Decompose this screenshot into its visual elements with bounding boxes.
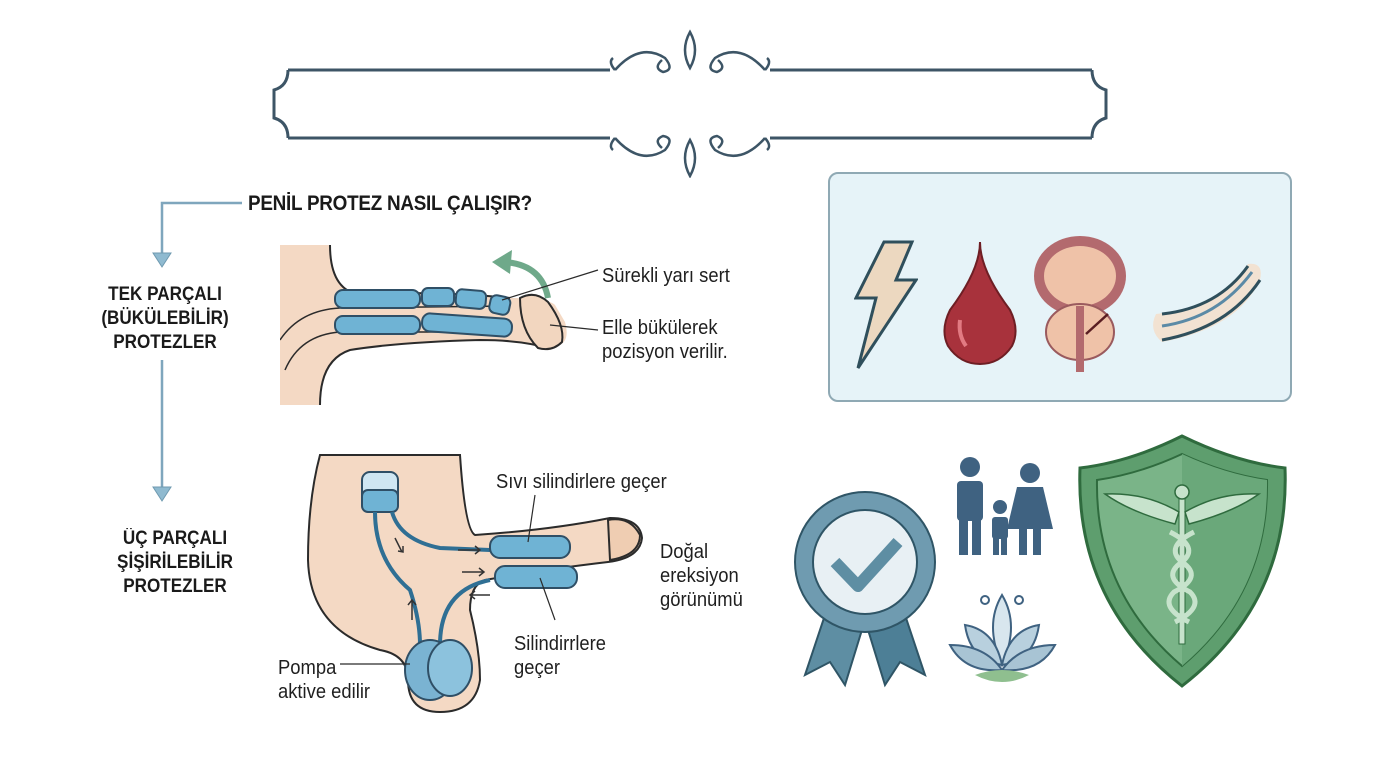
- quality-badge-icon: [794, 491, 936, 688]
- section-label-malleable: TEK PARÇALI (BÜKÜLEBİLİR) PROTEZLER: [101, 284, 229, 353]
- section-label-inflatable: ÜÇ PARÇALI ŞİŞİRİLEBİLİR PROTEZLER: [117, 528, 233, 597]
- blood-drop-icon: [943, 241, 1017, 366]
- inflatable-prosthesis-illustration: [290, 450, 660, 720]
- callout-to-cylinders: Silindirrlere geçer: [514, 633, 607, 679]
- callout-pump-activated: Pompa aktive edilir: [278, 657, 371, 703]
- causes-panel: [828, 172, 1292, 402]
- callout-fluid-transfer: Sıvı silindirlere geçer: [496, 471, 667, 493]
- prostate-icon: [1034, 236, 1126, 372]
- callout-semi-rigid: Sürekli yarı sert: [602, 265, 730, 287]
- flow-connector: [150, 195, 250, 515]
- page-heading: PENİL PROTEZ NASIL ÇALIŞIR?: [248, 192, 532, 215]
- lightning-icon: [854, 240, 918, 369]
- title-frame: [270, 28, 1110, 178]
- callout-natural-erection: Doğal ereksiyon görünümü: [660, 541, 743, 611]
- lotus-icon: [948, 593, 1057, 682]
- family-icon: [957, 457, 1053, 555]
- callout-manual-position: Elle bükülerek pozisyon verilir.: [602, 317, 728, 363]
- medical-shield-icon: [1078, 434, 1287, 688]
- malleable-prosthesis-illustration: [280, 240, 600, 405]
- curved-penis-icon: [1153, 263, 1262, 342]
